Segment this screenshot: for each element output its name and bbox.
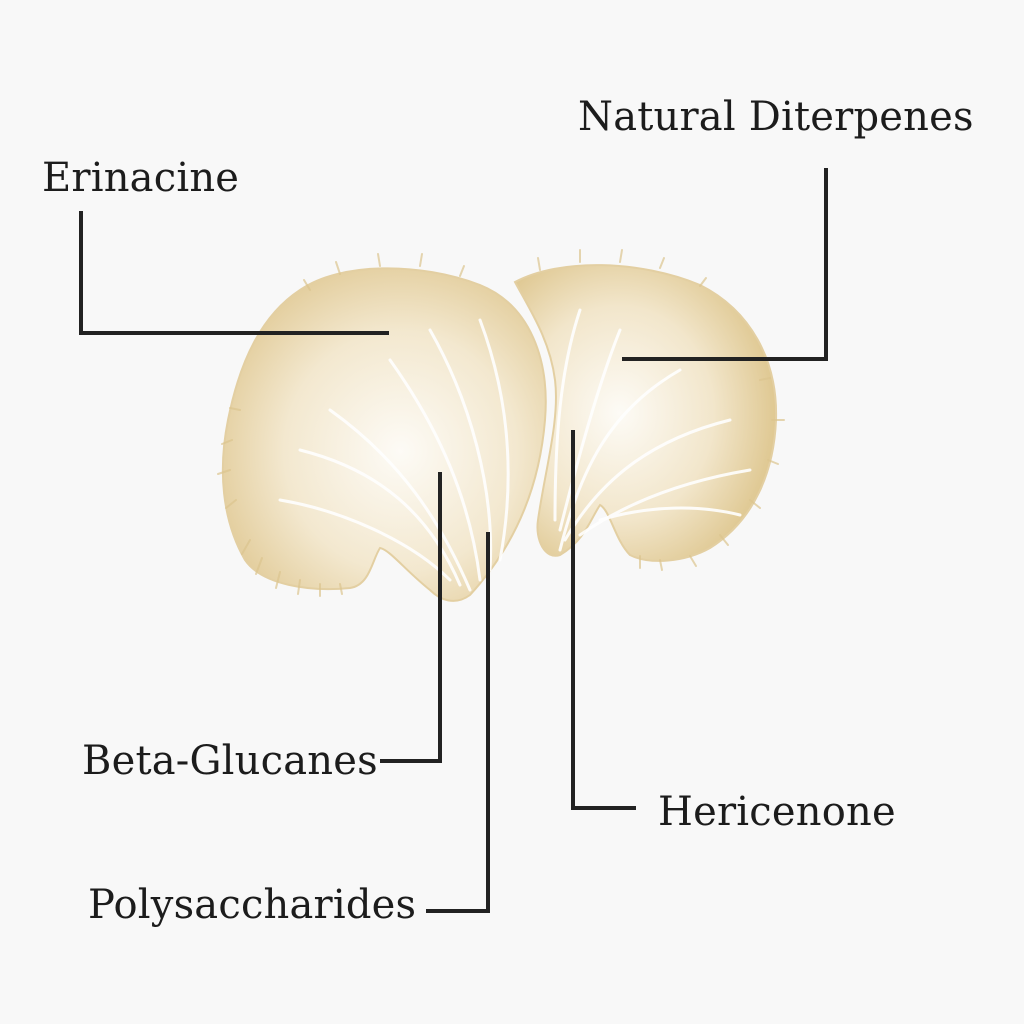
leader-line-natural-diterpenes — [622, 168, 828, 361]
leader-line-erinacine — [79, 211, 389, 335]
leader-line-hericenone — [571, 430, 636, 810]
label-beta-glucanes: Beta-Glucanes — [82, 738, 378, 784]
mushroom-strands — [278, 308, 752, 592]
leader-line-beta-glucanes — [380, 472, 442, 763]
label-polysaccharides: Polysaccharides — [88, 882, 417, 928]
label-erinacine: Erinacine — [42, 155, 240, 201]
leader-line-polysaccharides — [426, 532, 490, 913]
mushroom-fringe — [217, 249, 785, 597]
label-hericenone: Hericenone — [658, 789, 896, 835]
label-natural-diterpenes: Natural Diterpenes — [578, 94, 974, 140]
